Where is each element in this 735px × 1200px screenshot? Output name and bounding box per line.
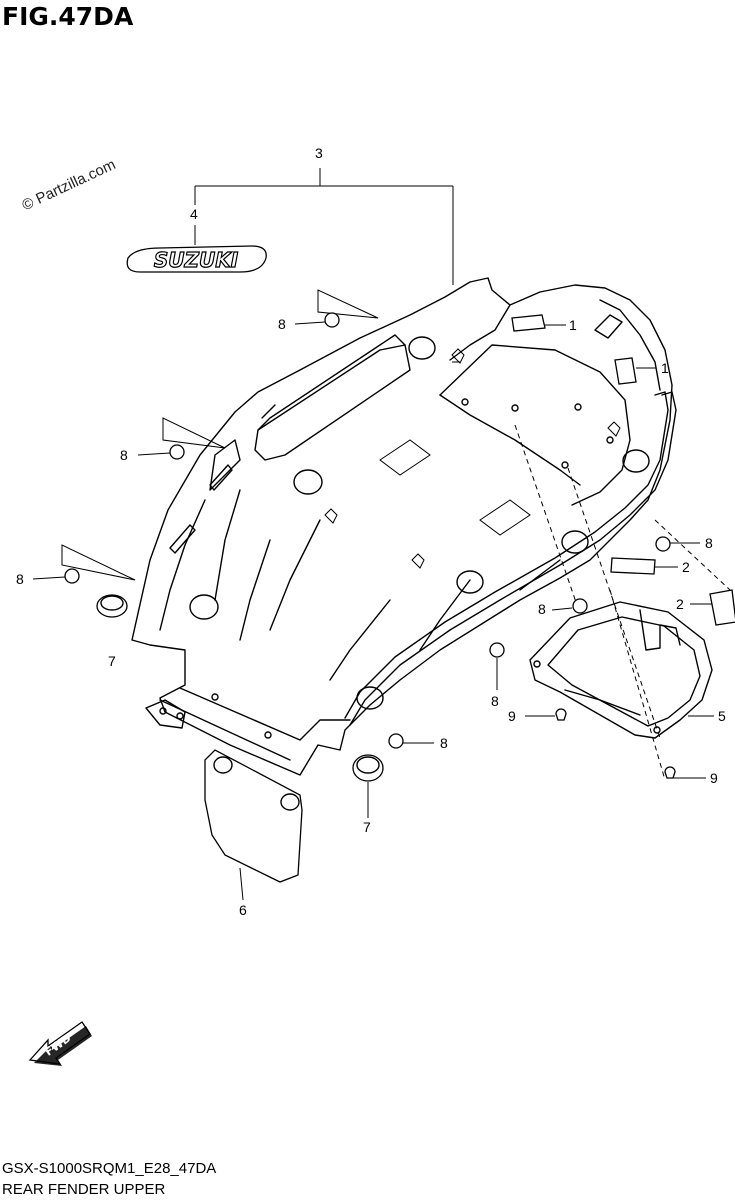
screw-9-a	[555, 708, 567, 721]
clip-8-c	[64, 568, 80, 584]
callout-2-lower: 2	[676, 596, 684, 612]
callout-9-left: 9	[508, 708, 516, 724]
clip-8-g	[388, 733, 404, 749]
clip-8-e	[572, 598, 588, 614]
callout-1-right: 1	[661, 360, 669, 376]
pad-1-a	[511, 314, 546, 332]
screw-9-b	[664, 766, 676, 779]
footer-name: REAR FENDER UPPER	[2, 1181, 166, 1198]
callout-8-mid: 8	[538, 601, 546, 617]
mud-flap	[204, 749, 303, 883]
guide-lines	[514, 424, 731, 781]
callout-3: 3	[315, 145, 323, 161]
pad-2-b	[709, 589, 735, 626]
clip-8-a	[324, 312, 340, 328]
callout-7-left: 7	[108, 653, 116, 669]
callout-6: 6	[239, 902, 247, 918]
callout-7-bottom: 7	[363, 819, 371, 835]
callout-1-upper: 1	[569, 317, 577, 333]
fwd-arrow: FWD	[28, 1021, 92, 1066]
clip-8-d	[655, 536, 671, 552]
emblem-label: SUZUKI	[154, 248, 239, 272]
leader-lines	[32, 321, 714, 901]
figure-title: FIG.47DA	[2, 2, 134, 31]
rear-fender-body	[131, 277, 677, 776]
callout-8-center: 8	[491, 693, 499, 709]
clip-8-f	[489, 642, 505, 658]
callout-8-left: 8	[120, 447, 128, 463]
pad-1-b	[614, 357, 637, 385]
grommet-7-lower	[352, 754, 384, 782]
callout-2-upper: 2	[682, 559, 690, 575]
bracket-frame	[529, 601, 713, 739]
callout-8-bottom: 8	[440, 735, 448, 751]
pad-2-a	[610, 557, 656, 575]
clip-8-b	[169, 444, 185, 460]
grommet-7-upper	[96, 594, 128, 618]
callout-8-far-left: 8	[16, 571, 24, 587]
callout-8-right: 8	[705, 535, 713, 551]
sight-lines	[61, 289, 379, 581]
suzuki-emblem: SUZUKI	[126, 245, 267, 273]
callout-3-bracket	[194, 168, 454, 285]
callout-8-top: 8	[278, 316, 286, 332]
footer-code: GSX-S1000SRQM1_E28_47DA	[2, 1160, 217, 1177]
callout-4: 4	[190, 206, 198, 222]
callout-5: 5	[718, 708, 726, 724]
callout-9-right: 9	[710, 770, 718, 786]
